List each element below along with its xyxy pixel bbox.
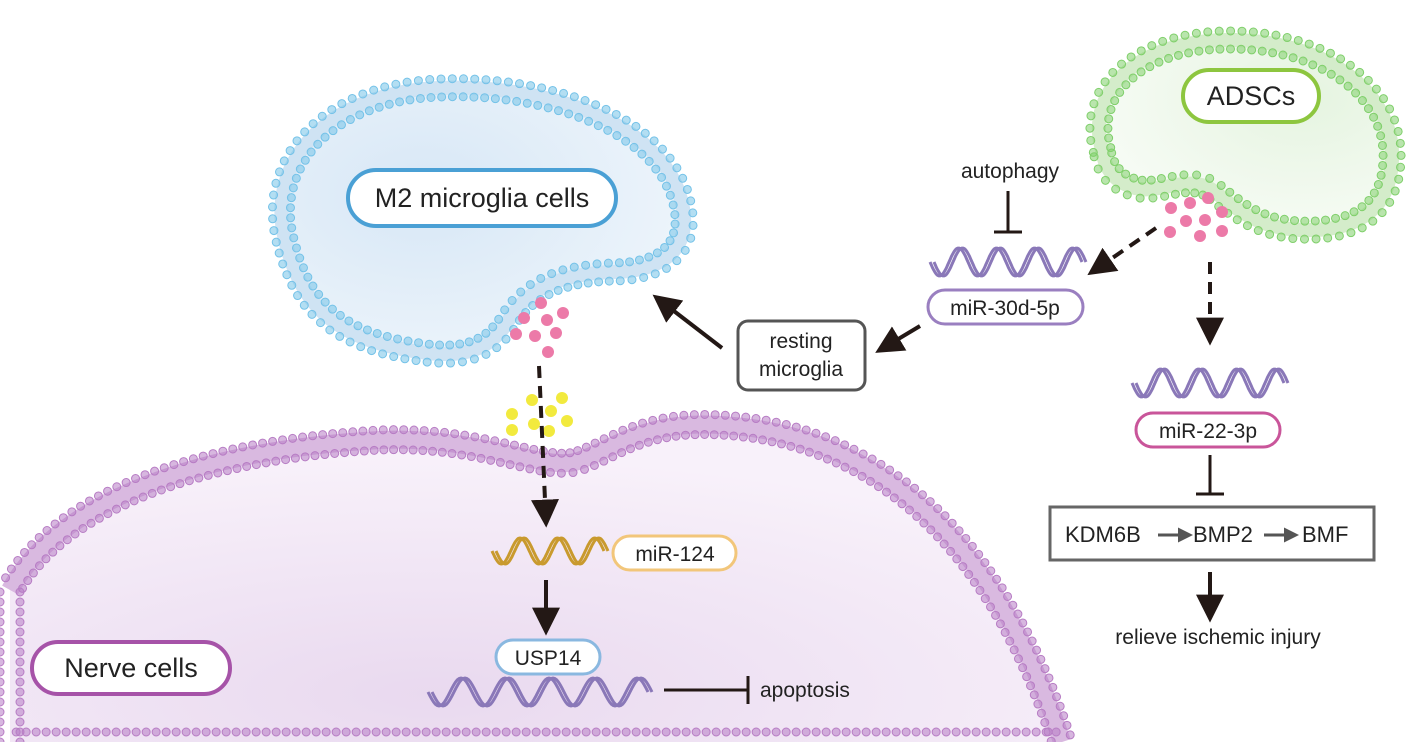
m2-label: M2 microglia cells bbox=[375, 183, 590, 213]
mir124-box bbox=[611, 534, 738, 572]
m2-exosomes bbox=[510, 297, 569, 358]
bmp2-label: BMP2 bbox=[1193, 522, 1253, 547]
autophagy-label: autophagy bbox=[961, 160, 1060, 183]
rna-mir22 bbox=[1130, 367, 1290, 399]
rna-usp14 bbox=[426, 676, 654, 708]
arrow-m2-nerve bbox=[531, 365, 559, 528]
usp14-box bbox=[494, 638, 602, 676]
mir124-label: miR-124 bbox=[635, 543, 715, 566]
nerve-label: Nerve cells bbox=[64, 653, 198, 683]
apoptosis-inhibition bbox=[664, 676, 750, 704]
adscs-label-box bbox=[1181, 68, 1321, 124]
nerve-cell-body bbox=[10, 424, 1062, 742]
adscs-cell: ADSCs bbox=[1085, 26, 1406, 244]
m2-label-box bbox=[346, 168, 618, 228]
resting-label-line2: microglia bbox=[759, 358, 843, 381]
m2-membrane bbox=[267, 74, 698, 368]
nerve-cell bbox=[0, 409, 1075, 742]
mir22-box bbox=[1134, 411, 1282, 449]
nerve-membrane bbox=[0, 409, 1075, 742]
kdm6b-label: KDM6B bbox=[1065, 522, 1141, 547]
m2-microglia-cell: M2 microglia cells bbox=[267, 74, 698, 368]
autophagy-inhibition bbox=[994, 191, 1022, 234]
rna-mir124 bbox=[490, 536, 610, 566]
resting-label-line1: resting bbox=[769, 330, 832, 353]
rna-mir30 bbox=[928, 246, 1088, 278]
arrow-mir30-resting bbox=[875, 324, 922, 353]
arrow-resting-m2 bbox=[652, 294, 724, 350]
mir30-label: miR-30d-5p bbox=[950, 297, 1060, 320]
mir22-label: miR-22-3p bbox=[1159, 420, 1257, 443]
bmf-label: BMF bbox=[1302, 522, 1348, 547]
kdm6b-pathway-box bbox=[1048, 505, 1376, 562]
adscs-label: ADSCs bbox=[1207, 81, 1296, 111]
usp14-label: USP14 bbox=[515, 647, 582, 670]
adscs-membrane bbox=[1085, 26, 1406, 244]
nerve-label-box bbox=[30, 640, 232, 696]
relieve-label: relieve ischemic injury bbox=[1115, 626, 1321, 649]
adscs-exosomes bbox=[1164, 192, 1228, 242]
resting-microglia-box bbox=[736, 319, 867, 392]
arrow-adscs-mir30 bbox=[1087, 226, 1158, 276]
yellow-exosomes bbox=[506, 392, 573, 437]
mir22-inhibition bbox=[1196, 455, 1224, 496]
nerve-membrane-inner bbox=[2, 415, 1071, 742]
apoptosis-label: apoptosis bbox=[760, 679, 850, 702]
mir30-box bbox=[926, 288, 1085, 326]
